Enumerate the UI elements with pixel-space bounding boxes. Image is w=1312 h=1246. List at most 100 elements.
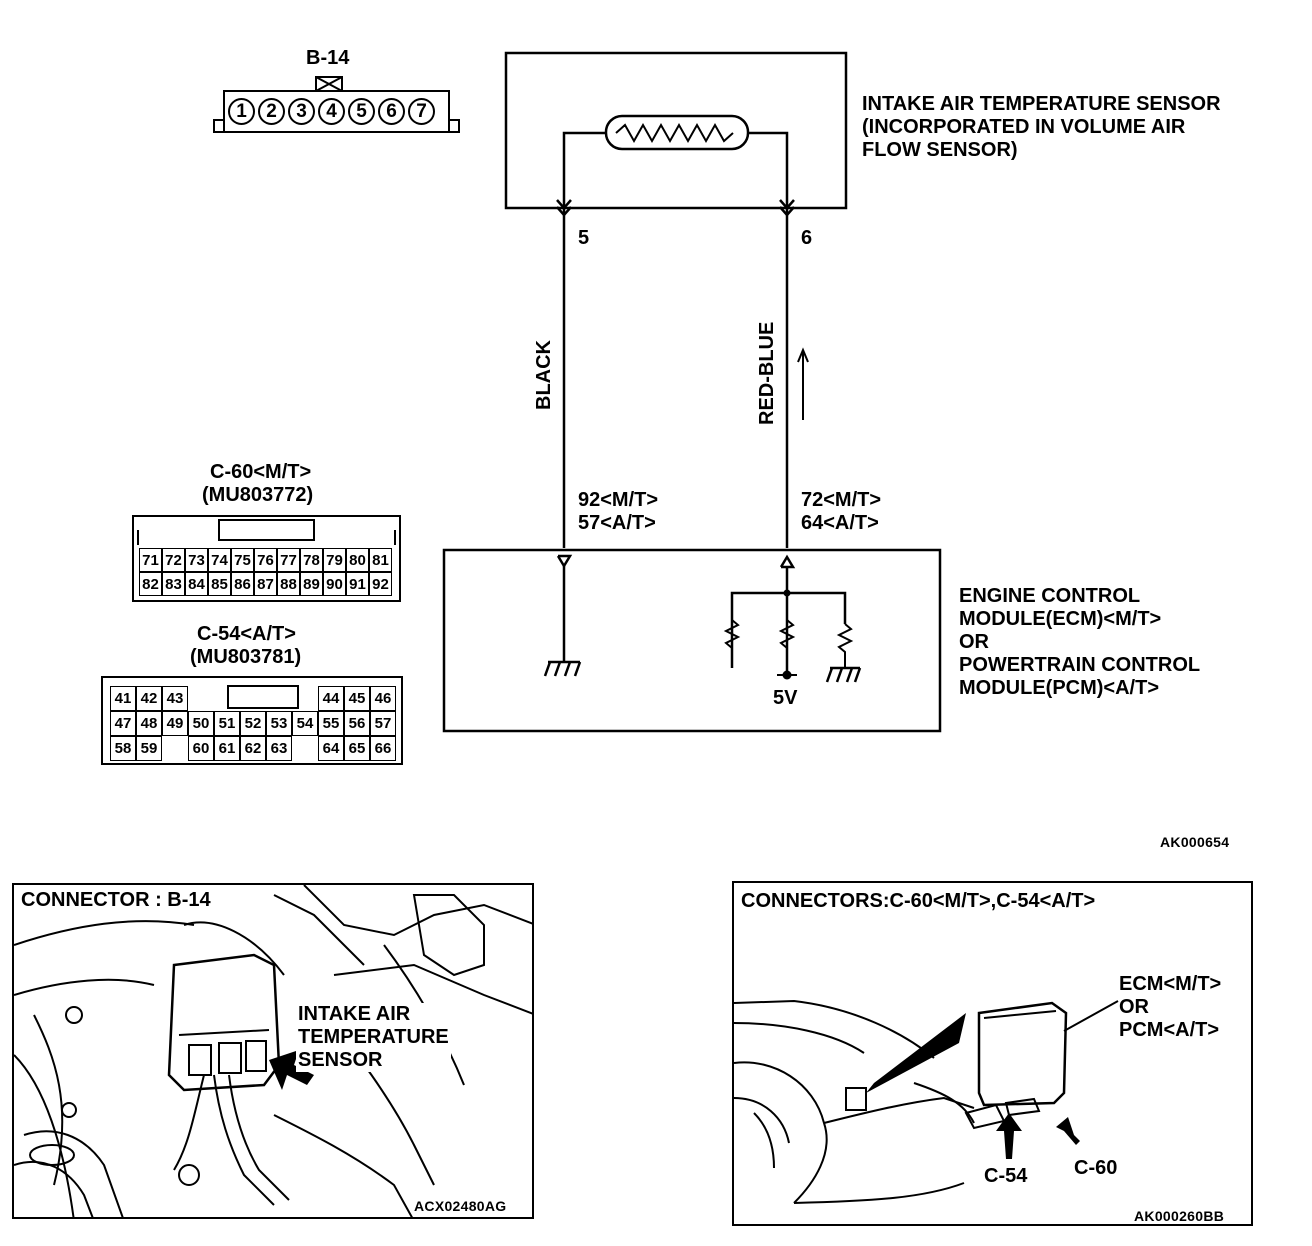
photo-left-callout: INTAKE AIR TEMPERATURE SENSOR [296,1003,451,1072]
b14-title: B-14 [306,47,350,69]
thermistor-zigzag [615,122,734,144]
connector-pin: 48 [136,711,162,736]
connector-pin: 75 [231,548,254,572]
photo-left-title: CONNECTOR : B-14 [18,889,214,912]
photo-left-code: ACX02480AG [412,1198,509,1214]
photo-right-callout: ECM<M/T> OR PCM<A/T> [1119,973,1222,1041]
connector-pin [214,686,240,711]
connector-pin: 50 [188,711,214,736]
connector-pin: 65 [344,736,370,761]
connector-pin: 89 [300,572,323,596]
connector-pin: 90 [323,572,346,596]
connector-pin: 63 [266,736,292,761]
c54-title: C-54<A/T> [197,623,296,645]
connector-pin [292,686,318,711]
connector-pin: 59 [136,736,162,761]
b14-pin: 4 [318,98,345,125]
b14-pin: 3 [288,98,315,125]
connector-pin: 72 [162,548,185,572]
connector-pin: 62 [240,736,266,761]
connector-pin [266,686,292,711]
b14-pin: 7 [408,98,435,125]
sensor-pin-5: 5 [578,227,590,249]
engine-bay-drawing [14,885,532,1217]
connector-pin: 92 [369,572,392,596]
wire-color-black: BLACK [533,340,555,410]
connector-pin: 55 [318,711,344,736]
b14-pin: 6 [378,98,405,125]
c54-part-number: (MU803781) [190,646,302,668]
connector-pin: 45 [344,686,370,711]
connector-pin: 87 [254,572,277,596]
connector-pin: 76 [254,548,277,572]
connector-pin: 56 [344,711,370,736]
connector-pin: 42 [136,686,162,711]
photo-right-title: CONNECTORS:C-60<M/T>,C-54<A/T> [738,890,1099,913]
connector-pin: 73 [185,548,208,572]
arrow-label-c60: C-60 [1074,1157,1118,1179]
connector-pin: 82 [139,572,162,596]
ecm-terminal-left: 92<M/T> 57<A/T> [578,489,659,534]
connector-pin [188,686,214,711]
connector-pin: 43 [162,686,188,711]
connector-pin [292,736,318,761]
connector-pin: 60 [188,736,214,761]
b14-pin: 5 [348,98,375,125]
connector-pin: 58 [110,736,136,761]
thermistor-body [604,114,750,151]
diagram-code: AK000654 [1160,834,1230,850]
connector-pin: 44 [318,686,344,711]
ecm-terminal-right: 72<M/T> 64<A/T> [801,489,882,534]
b14-pin: 1 [228,98,255,125]
connector-pin: 91 [346,572,369,596]
sensor-pin-6: 6 [801,227,813,249]
arrow-label-c54: C-54 [984,1165,1028,1187]
connector-pin [240,686,266,711]
c60-title: C-60<M/T> [210,461,312,483]
ecm-voltage: 5V [773,687,798,709]
connectors-c60-c54-photo: CONNECTORS:C-60<M/T>,C-54<A/T> ECM<M/T> … [732,881,1253,1226]
connector-pin: 54 [292,711,318,736]
connector-pin [162,736,188,761]
connector-pin: 84 [185,572,208,596]
connector-pin: 46 [370,686,396,711]
connector-pin: 41 [110,686,136,711]
connector-pin: 51 [214,711,240,736]
b14-pin-row: 1 2 3 4 5 6 7 [228,98,438,125]
connector-pin: 66 [370,736,396,761]
connector-pin: 64 [318,736,344,761]
ecm-label: ENGINE CONTROL MODULE(ECM)<M/T> OR POWER… [959,585,1201,699]
ecm-box [442,548,942,733]
connector-pin: 83 [162,572,185,596]
b14-pin: 2 [258,98,285,125]
wire-color-red-blue: RED-BLUE [756,321,778,425]
connector-pin: 88 [277,572,300,596]
c60-part-number: (MU803772) [202,484,314,506]
connector-pin: 77 [277,548,300,572]
connector-pin: 79 [323,548,346,572]
connector-pin: 47 [110,711,136,736]
connector-pin: 81 [369,548,392,572]
connector-pin: 86 [231,572,254,596]
connector-pin: 71 [139,548,162,572]
connector-pin: 52 [240,711,266,736]
dashboard-drawing [734,999,1119,1204]
c54-housing [101,676,403,765]
photo-right-code: AK000260BB [1134,1208,1225,1224]
connector-pin: 78 [300,548,323,572]
c60-housing [132,515,401,602]
connector-pin: 85 [208,572,231,596]
connector-pin: 74 [208,548,231,572]
sensor-box [504,51,848,210]
connector-pin: 57 [370,711,396,736]
connector-b14-photo: CONNECTOR : B-14 INTAKE AIR TEMPERATURE … [12,883,534,1219]
connector-pin: 61 [214,736,240,761]
